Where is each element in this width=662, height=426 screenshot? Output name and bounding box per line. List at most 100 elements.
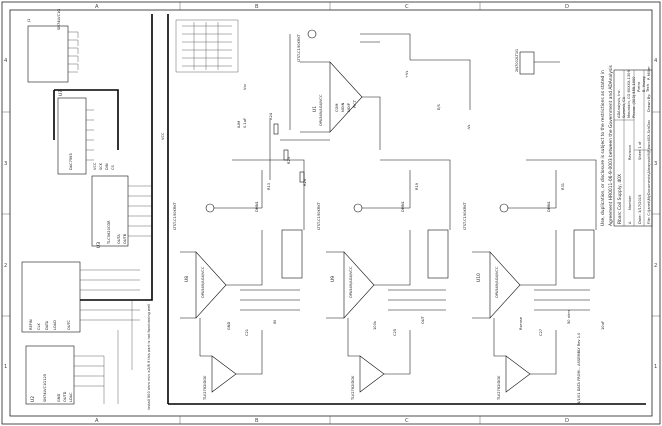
ic-u1-left — [21, 261, 81, 333]
author-line: P. Miller — [647, 66, 651, 80]
net-label: +Vs — [405, 71, 409, 78]
diode-ref: DMN1 — [255, 201, 259, 212]
power-symbols: VCC Vcc -Vs GND 100k Rsense E/S — [161, 84, 523, 330]
cap-ref: C25 — [393, 329, 397, 336]
company-line: Summit, CA — [622, 96, 626, 118]
opamp-pin: PICT — [353, 99, 357, 108]
opamp-pin: COM — [335, 104, 339, 112]
zone-markers-side: 4 3 2 1 4 3 2 1 — [4, 58, 658, 370]
ic-u2 — [25, 345, 75, 405]
ic-part: SN74LVC1G125 — [43, 374, 47, 402]
title-number: Number — [628, 195, 632, 210]
install-note: install 500 ohm min ±2/8 if this part is… — [147, 304, 151, 410]
opamp-ref: U10 — [476, 273, 482, 282]
pin-label: CLK — [37, 322, 41, 330]
ic-part: DAC7565 — [69, 153, 73, 170]
pin-label: LOAD — [53, 320, 57, 330]
pin-label: OUTB — [123, 233, 127, 244]
ic-u3 — [91, 175, 129, 247]
cap-ref: C21 — [245, 329, 249, 336]
support-block — [427, 229, 449, 279]
title-block-frame — [613, 69, 653, 227]
pin-label: GND — [57, 394, 61, 402]
zone-label: D — [565, 418, 569, 424]
led-part: LTST-C190KRKT — [297, 34, 301, 62]
led-channel — [499, 203, 509, 213]
net-label: ILIM — [237, 121, 241, 128]
zone-label: B — [255, 4, 259, 10]
buffer-part: TLV2782IDGK — [351, 375, 355, 401]
opamp-u1 — [329, 61, 363, 133]
led-channel — [353, 203, 363, 213]
net-label: VCC — [161, 132, 165, 140]
resistor-ref: R25 — [287, 157, 291, 164]
buffer-part: TLV2782IDGK — [497, 375, 501, 401]
res-ref: R19 — [415, 182, 419, 190]
pin-label: VCC — [93, 162, 97, 170]
zone-label: C — [405, 4, 409, 10]
led-part: LTST-C190KRKT — [463, 202, 467, 230]
net-label: Rsense — [519, 316, 523, 330]
resistor — [273, 123, 279, 135]
net-label: E/S — [437, 104, 441, 110]
pin-label: REFIN — [29, 319, 33, 330]
pin-label: OUTC — [67, 320, 71, 330]
connector-part: SN74LVC1G — [57, 9, 61, 30]
mosfet — [519, 51, 535, 75]
rights-notice: Use, duplication, or disclosure is subje… — [600, 64, 614, 226]
author-line: Pietro — [637, 82, 641, 92]
resistor-array — [175, 19, 239, 73]
net-label: 100k — [373, 320, 377, 330]
led-channel — [205, 203, 215, 213]
title-drawn-by: Drawn By: — [647, 94, 651, 112]
res-ref: R13 — [267, 183, 271, 190]
net-label: OUT — [421, 316, 425, 324]
pin-label: LDAC — [69, 392, 73, 402]
opamp-part: OPA549/AG4/VCC — [349, 266, 353, 298]
power-bus — [53, 14, 646, 405]
zone-markers-top: A B C D — [95, 4, 569, 10]
company-line: ADAnalysis, Inc. — [617, 89, 621, 118]
led-upper — [307, 29, 317, 39]
channel-block-a: U8 OPA549/AG4/VCC LTST-C190KRKT DMN1 TLV… — [173, 159, 305, 401]
company-line: Mountain, CO 80XXX-1309 — [627, 70, 631, 118]
zone-label: 1 — [4, 364, 7, 370]
pin-label: DATA — [45, 320, 49, 330]
net-label: Vcc — [243, 84, 247, 90]
title-block: Rbarc Coil Supply, 40X A Number Revision… — [613, 66, 653, 227]
support-block — [281, 229, 303, 279]
net-label: -Vs — [467, 124, 471, 130]
pin-label: CS — [111, 164, 115, 170]
diode-ref: DMN1 — [547, 201, 551, 212]
buffer-amp — [505, 355, 531, 393]
zone-label: A — [95, 4, 99, 10]
net-label: 10uF — [601, 321, 605, 330]
zone-label: 3 — [4, 161, 7, 167]
zone-label: B — [255, 418, 259, 424]
cap-ref: C27 — [539, 329, 543, 336]
opamp-ref: U9 — [330, 276, 336, 282]
title-size: A — [628, 221, 632, 224]
connector-j1 — [27, 25, 69, 83]
title-text: Rbarc Coil Supply, 40X — [617, 174, 623, 224]
ic-ref: U7 — [58, 90, 64, 96]
pin-label: DIN — [105, 163, 109, 170]
upper-opamp-block: ILIM 0.1uF U1 OPA549/AG4/VCC COM NOIN NO… — [175, 19, 560, 186]
opamp-channel — [195, 251, 227, 319]
footer-note: 4/1/01 DATA FROM... ASSEMBLY Rev 1.0 — [577, 332, 581, 404]
resistor-ref: R26 — [303, 178, 307, 186]
net-label: GND — [227, 322, 231, 330]
led-part: LTST-C190KRKT — [317, 202, 321, 230]
author-line: Tech — [646, 84, 650, 93]
title-date: Date: 3/17/2015 — [638, 195, 642, 224]
channel-block-b: U9 OPA549/AG4/VCC LTST-C190KRKT DMN1 TLV… — [317, 159, 451, 401]
buffer-part: TLV2782IDGK — [203, 375, 207, 401]
opamp-pin: NOIP — [347, 102, 351, 112]
title-sheet: Sheet 1 of — [638, 141, 642, 160]
ic-ref: U3 — [96, 242, 102, 248]
opamp-part: OPA549/AG4/VCC — [319, 94, 323, 126]
buffer-amp — [211, 355, 237, 393]
zone-label: 4 — [654, 58, 658, 64]
